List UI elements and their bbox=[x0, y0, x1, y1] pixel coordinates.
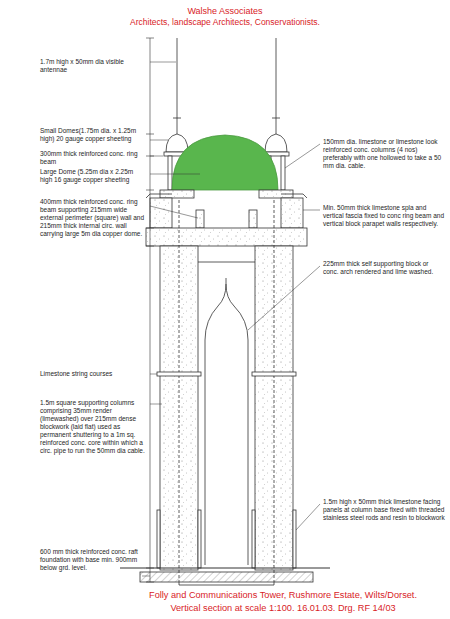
ring-beam-slab bbox=[146, 228, 307, 246]
callout-text: Limestone string courses bbox=[40, 370, 146, 378]
firm-name: Walshe Associates bbox=[100, 6, 350, 17]
firm-subtitle: Architects, landscape Architects, Conser… bbox=[100, 17, 350, 27]
callout-text: Small Domes(1.75m dia. x 1.25m high) 20 … bbox=[40, 127, 146, 143]
ground-line bbox=[120, 568, 330, 569]
callout-text: 400mm thick reinforced conc. ring beam s… bbox=[40, 198, 146, 238]
large-dome bbox=[172, 135, 278, 190]
callout-text: 1.7m high x 50mm dia visible antennae bbox=[40, 58, 146, 74]
callout-text: 600 mm thick reinforced conc. raft found… bbox=[40, 548, 138, 572]
drawing-caption: Folly and Communications Tower, Rushmore… bbox=[120, 590, 446, 601]
callout-text: 1.5m square supporting columns comprisin… bbox=[40, 399, 146, 454]
arch bbox=[198, 262, 255, 565]
raft-foundation bbox=[140, 572, 313, 582]
drawing-reference: Vertical section at scale 1:100. 16.01.0… bbox=[120, 603, 446, 614]
small-dome bbox=[265, 130, 287, 152]
antenna bbox=[177, 38, 178, 130]
callout-text: 1.5m high x 50mm thick limestone facing … bbox=[323, 498, 445, 522]
limestone-column bbox=[168, 156, 172, 190]
facing-panel bbox=[157, 510, 160, 568]
parapet-wall bbox=[150, 198, 172, 228]
callout-text: Min. 50mm thick limestone spla and verti… bbox=[323, 204, 445, 228]
callout-text: 150mm dia. limestone or limestone look r… bbox=[323, 138, 445, 170]
callout-text: 300mm thick reinforced conc. ring beam bbox=[40, 150, 146, 166]
small-dome bbox=[166, 130, 188, 152]
antenna bbox=[276, 38, 277, 130]
callout-text: Large Dome (5.25m dia x 2.25m high 16 ga… bbox=[40, 168, 146, 184]
string-course bbox=[157, 372, 201, 376]
callout-text: 225mm thick self supporting block or con… bbox=[323, 260, 445, 276]
